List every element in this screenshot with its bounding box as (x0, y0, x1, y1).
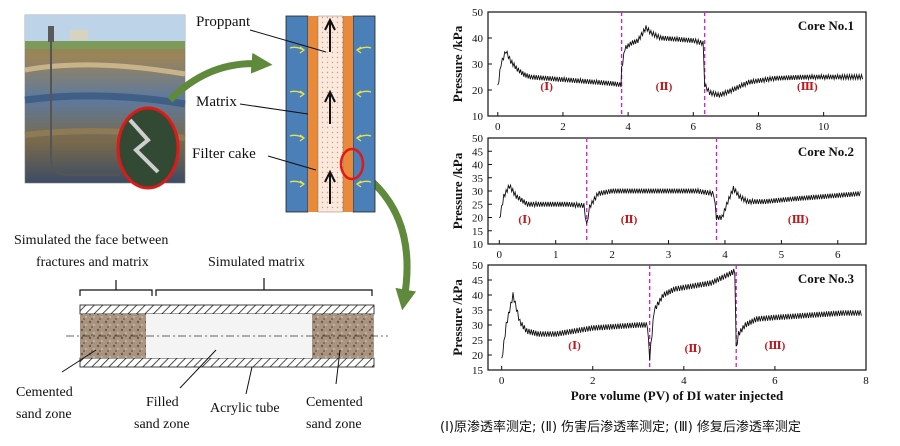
figure-caption: (Ⅰ)原渗透率测定; (Ⅱ) 伤害后渗透率测定; (Ⅲ) 修复后渗透率测定 (440, 420, 801, 435)
phase-label: (Ⅰ) (540, 81, 553, 93)
y-tick-label: 30 (472, 186, 484, 198)
flow-arrow-icon (324, 169, 336, 204)
matrix-label: Matrix (196, 94, 237, 110)
cemented-left-line2: sand zone (16, 407, 72, 422)
acrylic-label: Acrylic tube (210, 401, 280, 416)
leakoff-arrow-icon (355, 90, 372, 98)
pressure-series (498, 183, 861, 225)
y-axis-label: Pressure /kPa (450, 25, 465, 102)
leakoff-arrow-icon (355, 134, 372, 142)
y-tick-label: 20 (472, 350, 484, 362)
y-tick-label: 50 (472, 133, 484, 145)
face-label-line2: fractures and matrix (36, 255, 149, 270)
chart-title: Core No.2 (798, 144, 854, 159)
zoom-arrow-right (365, 175, 417, 311)
fracture-schematic: Proppant Matrix Filter cake (192, 14, 376, 213)
phase-label: (Ⅱ) (685, 343, 702, 355)
chart-core-1: 10 20 30 40 50 0 2 4 6 8 10 (Ⅰ) (Ⅱ) (Ⅲ) Core No.1 Press… (450, 7, 867, 133)
plot-frame (487, 264, 867, 371)
filled-line2: sand zone (134, 417, 190, 432)
x-tick-label: 6 (691, 121, 697, 133)
y-tick-label: 30 (472, 320, 484, 332)
x-tick-label: 2 (609, 249, 615, 261)
x-tick-label: 1 (553, 249, 559, 261)
core-model: Simulated the face between fractures and… (14, 233, 388, 432)
x-tick-label: 6 (772, 375, 778, 387)
y-tick-label: 45 (472, 146, 484, 158)
phase-label: (Ⅲ) (765, 340, 786, 352)
x-axis-label: Pore volume (PV) of DI water injected (571, 388, 784, 403)
x-tick-label: 4 (625, 121, 631, 133)
y-tick-label: 40 (472, 160, 484, 172)
x-tick-label: 6 (835, 249, 841, 261)
y-tick-label: 30 (472, 59, 484, 71)
phase-label: (Ⅰ) (518, 214, 531, 226)
x-tick-label: 8 (756, 121, 762, 133)
face-label-line1: Simulated the face between (14, 233, 168, 248)
leakoff-arrow-icon (289, 46, 306, 54)
chart-title: Core No.1 (798, 18, 854, 33)
y-tick-label: 35 (472, 173, 484, 185)
x-tick-label: 3 (666, 249, 672, 261)
x-tick-label: 0 (499, 375, 505, 387)
reservoir-illustration (24, 14, 186, 190)
phase-label: (Ⅱ) (621, 214, 638, 226)
y-tick-label: 15 (472, 365, 484, 377)
y-tick-label: 50 (472, 260, 484, 272)
x-tick-label: 2 (560, 121, 566, 133)
wellbore-zoom-ellipse (116, 106, 180, 190)
chart-core-3: 15 20 25 30 35 40 45 50 0 2 4 6 8 (Ⅰ) (Ⅱ) (Ⅲ) Core No.3P… (450, 260, 869, 403)
leakoff-arrow-icon (289, 90, 306, 98)
phase-label: (Ⅰ) (568, 340, 581, 352)
proppant-label: Proppant (196, 14, 251, 30)
x-tick-label: 0 (495, 121, 501, 133)
pressure-series (501, 268, 862, 361)
y-tick-label: 20 (472, 213, 484, 225)
filled-line1: Filled (146, 395, 179, 410)
cemented-right-line1: Cemented (306, 395, 363, 410)
y-axis-label: Pressure /kPa (450, 152, 465, 229)
y-tick-label: 10 (472, 111, 484, 123)
y-tick-label: 35 (472, 305, 484, 317)
x-tick-label: 5 (779, 249, 785, 261)
y-tick-label: 20 (472, 85, 484, 97)
y-tick-label: 50 (472, 7, 484, 19)
leakoff-arrow-icon (355, 180, 372, 188)
phase-label: (Ⅲ) (797, 81, 818, 93)
y-tick-label: 40 (472, 290, 484, 302)
x-tick-label: 4 (722, 249, 728, 261)
flow-arrow-icon (324, 89, 336, 124)
phase-label: (Ⅱ) (656, 81, 673, 93)
y-tick-label: 45 (472, 275, 484, 287)
leakoff-arrow-icon (289, 134, 306, 142)
simulated-matrix-label: Simulated matrix (208, 255, 305, 270)
x-tick-label: 4 (681, 375, 687, 387)
x-tick-label: 2 (590, 375, 596, 387)
y-tick-label: 10 (472, 239, 484, 251)
zoom-arrow-top (167, 52, 273, 103)
cemented-right-line2: sand zone (306, 417, 362, 432)
leakoff-arrow-icon (289, 180, 306, 188)
pressure-series (497, 25, 864, 98)
matrix-brace (155, 278, 373, 296)
cemented-left-line1: Cemented (16, 385, 73, 400)
phase-label: (Ⅲ) (788, 214, 809, 226)
x-tick-label: 10 (818, 121, 830, 133)
filter-cake-label: Filter cake (192, 146, 256, 162)
y-axis-label: Pressure /kPa (450, 279, 465, 356)
y-tick-label: 25 (472, 199, 484, 211)
face-brace (79, 280, 153, 296)
chart-title: Core No.3 (798, 271, 855, 286)
leakoff-arrow-icon (355, 46, 372, 54)
y-tick-label: 25 (472, 335, 484, 347)
filter-cake-highlight (339, 147, 365, 181)
x-tick-label: 0 (497, 249, 503, 261)
flow-arrow-icon (324, 17, 336, 52)
y-tick-label: 15 (472, 226, 484, 238)
x-tick-label: 8 (863, 375, 869, 387)
y-tick-label: 40 (472, 33, 484, 45)
